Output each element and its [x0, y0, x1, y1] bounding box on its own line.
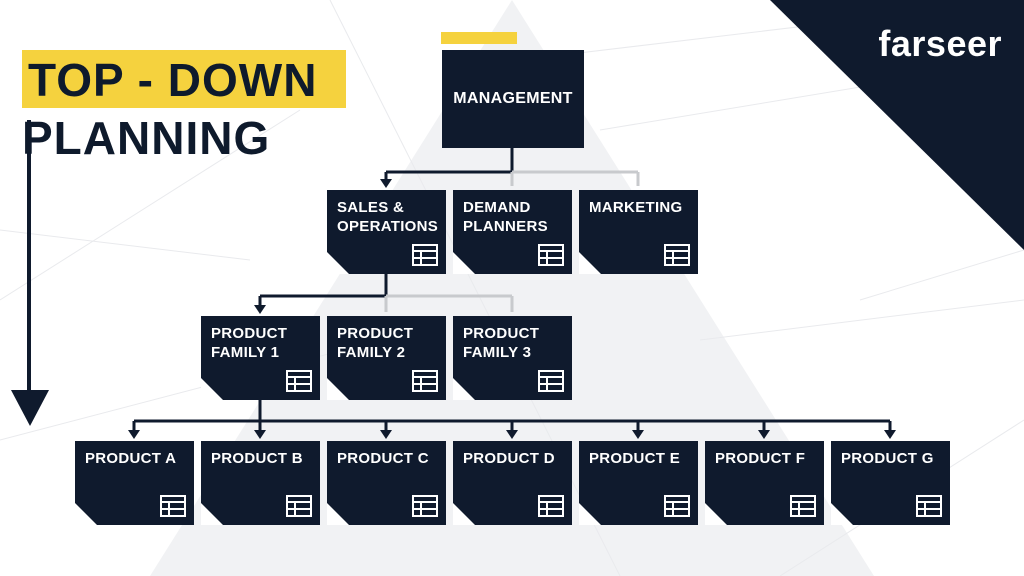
node-product-e: PRODUCT E	[579, 441, 698, 525]
node-product-family-3: PRODUCT FAMILY 3	[453, 316, 572, 400]
node-product-family-1: PRODUCT FAMILY 1	[201, 316, 320, 400]
node-product-b: PRODUCT B	[201, 441, 320, 525]
background-line	[699, 299, 1024, 341]
spreadsheet-icon	[664, 495, 690, 517]
node-label: DEMAND PLANNERS	[463, 199, 548, 235]
folded-corner	[327, 378, 349, 400]
spreadsheet-icon	[538, 370, 564, 392]
farseer-logo: farseer	[878, 23, 1002, 64]
node-label: PRODUCT FAMILY 1	[211, 325, 288, 361]
folded-corner	[579, 252, 601, 274]
node-label: PRODUCT A	[85, 450, 177, 467]
connector-arrowhead	[254, 430, 266, 439]
folded-corner	[831, 503, 853, 525]
folder-tab	[441, 32, 517, 44]
node-sales-operations: SALES & OPERATIONS	[327, 190, 446, 274]
node-label: PRODUCT D	[463, 450, 555, 467]
node-marketing: MARKETING	[579, 190, 698, 274]
node-label: PRODUCT G	[841, 450, 934, 467]
connector-arrowhead	[506, 430, 518, 439]
title-line-2: PLANNING	[22, 112, 271, 164]
folded-corner	[453, 503, 475, 525]
node-label: PRODUCT E	[589, 450, 681, 467]
node-label: PRODUCT C	[337, 450, 429, 467]
folded-corner	[579, 503, 601, 525]
node-management: MANAGEMENT	[442, 50, 584, 148]
corner-triangle	[770, 0, 1024, 250]
folded-corner	[453, 252, 475, 274]
spreadsheet-icon	[286, 370, 312, 392]
spreadsheet-icon	[412, 370, 438, 392]
node-product-c: PRODUCT C	[327, 441, 446, 525]
spreadsheet-icon	[538, 244, 564, 266]
node-demand-planners: DEMAND PLANNERS	[453, 190, 572, 274]
folded-corner	[201, 503, 223, 525]
connector-arrowhead	[380, 179, 392, 188]
node-label: PRODUCT FAMILY 3	[463, 325, 540, 361]
arrow-head	[11, 390, 49, 426]
connector-arrowhead	[758, 430, 770, 439]
node-product-family-2: PRODUCT FAMILY 2	[327, 316, 446, 400]
title-line-1: TOP - DOWN	[28, 54, 318, 106]
connector-arrowhead	[884, 430, 896, 439]
folded-corner	[453, 378, 475, 400]
node-product-g: PRODUCT G	[831, 441, 950, 525]
node-label: PRODUCT F	[715, 450, 806, 467]
background-line	[0, 229, 251, 261]
spreadsheet-icon	[790, 495, 816, 517]
folded-corner	[201, 378, 223, 400]
node-product-a: PRODUCT A	[75, 441, 194, 525]
node-label: PRODUCT B	[211, 450, 303, 467]
folded-corner	[327, 503, 349, 525]
spreadsheet-icon	[412, 495, 438, 517]
folded-corner	[327, 252, 349, 274]
folded-corner	[75, 503, 97, 525]
spreadsheet-icon	[412, 244, 438, 266]
background-line	[0, 109, 301, 301]
connector-arrowhead	[380, 430, 392, 439]
connector-arrowhead	[254, 305, 266, 314]
connector-arrowhead	[128, 430, 140, 439]
spreadsheet-icon	[664, 244, 690, 266]
node-product-d: PRODUCT D	[453, 441, 572, 525]
spreadsheet-icon	[916, 495, 942, 517]
background-pyramid	[150, 0, 874, 576]
spreadsheet-icon	[160, 495, 186, 517]
background-line	[859, 249, 1024, 301]
node-label: SALES & OPERATIONS	[337, 199, 439, 235]
node-product-f: PRODUCT F	[705, 441, 824, 525]
node-label: MANAGEMENT	[453, 90, 573, 107]
title-highlight	[22, 50, 346, 108]
folded-corner	[705, 503, 727, 525]
connector-arrowhead	[632, 430, 644, 439]
spreadsheet-icon	[538, 495, 564, 517]
node-label: PRODUCT FAMILY 2	[337, 325, 414, 361]
spreadsheet-icon	[286, 495, 312, 517]
node-label: MARKETING	[589, 199, 683, 216]
